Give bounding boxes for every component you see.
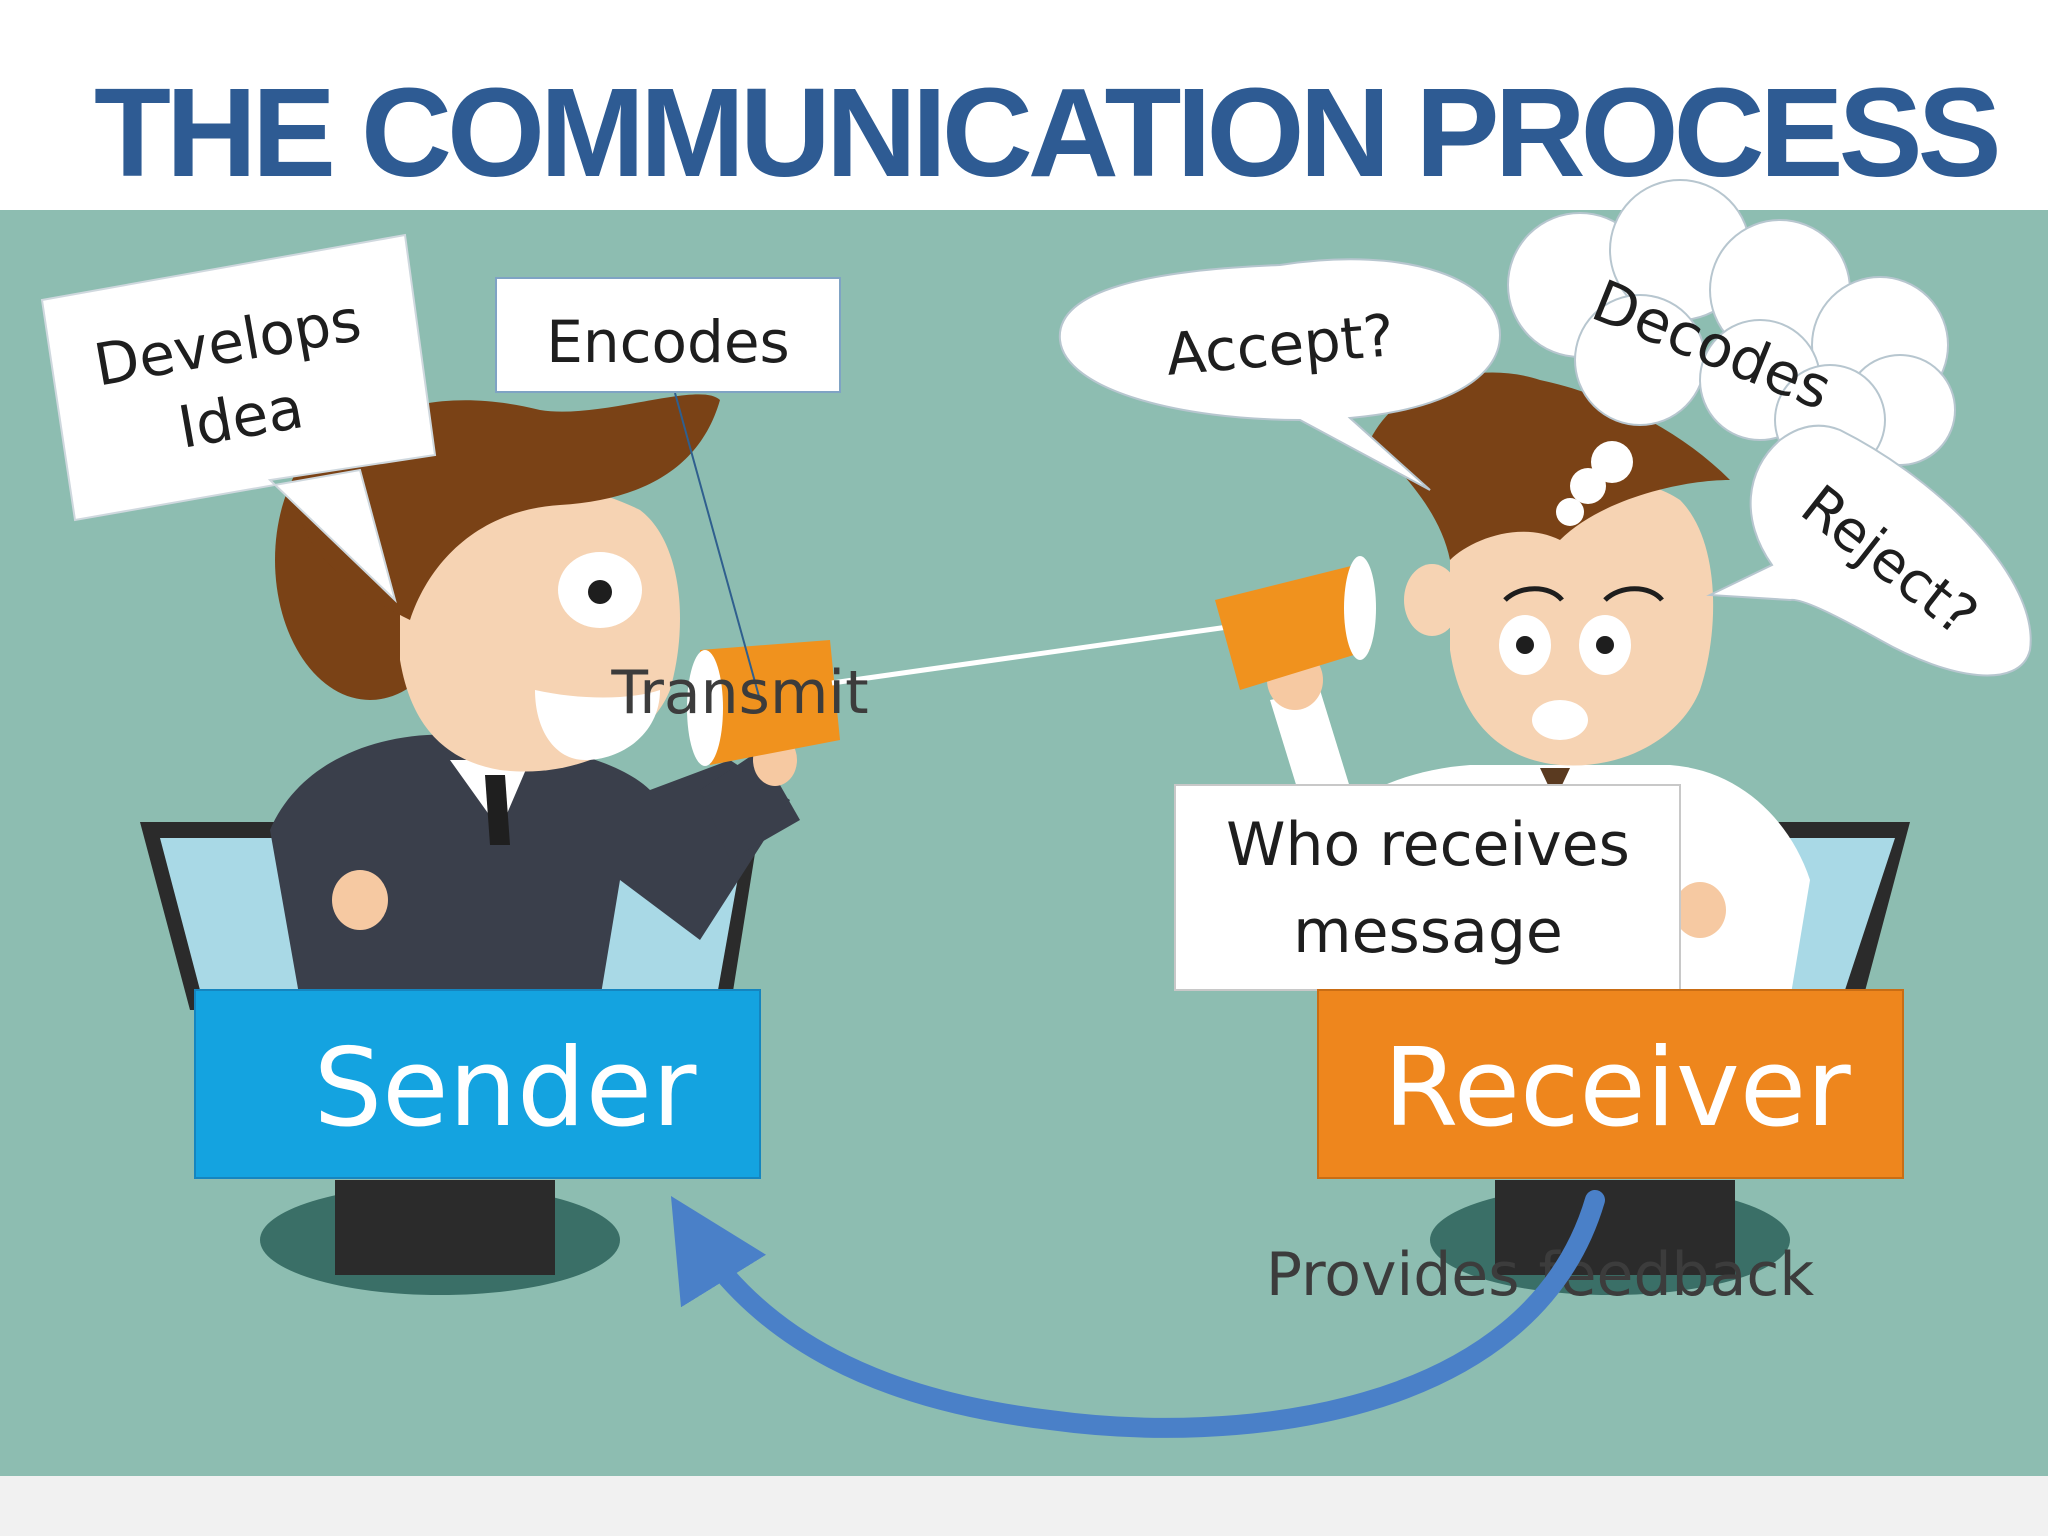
sender-box: Sender [194,989,761,1179]
encodes-box: Encodes [495,277,841,393]
thought-dots [1556,441,1633,526]
sender-cup [687,640,840,766]
receiver-label: Receiver [1383,1026,1851,1151]
who-receives-line-2: message [1293,897,1563,967]
sender-label: Sender [314,1026,697,1151]
slide-title: THE COMMUNICATION PROCESS [94,62,2002,203]
receiver-cup [1215,556,1376,690]
accept-bubble: Accept? [1058,258,1502,491]
footer-band [0,1476,2048,1536]
feedback-arrow [670,1190,1605,1438]
develops-idea-callout: Develops Idea [40,233,437,604]
who-receives-line-1: Who receives [1226,810,1630,880]
transmit-label: Transmit [610,658,868,728]
transmit-string [831,623,1236,686]
who-receives-box: Who receives message [1174,784,1681,991]
encodes-label: Encodes [546,308,790,376]
receiver-box: Receiver [1317,989,1904,1179]
encodes-connector [674,392,761,701]
